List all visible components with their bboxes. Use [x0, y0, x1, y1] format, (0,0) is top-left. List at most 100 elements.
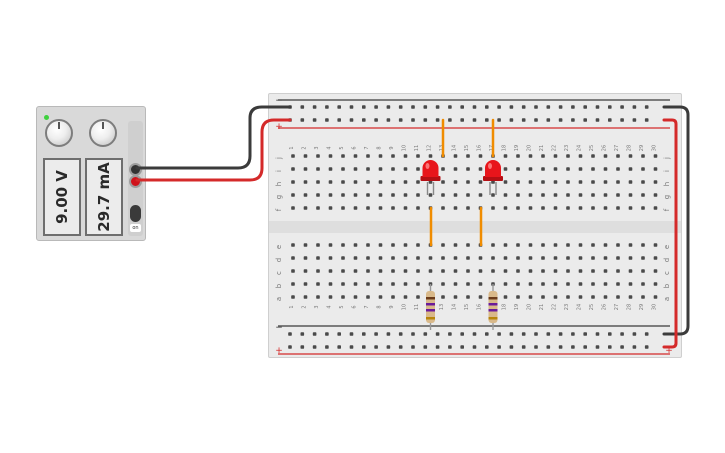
rail-hole[interactable] [644, 105, 649, 109]
hole-h9[interactable] [391, 180, 395, 184]
hole-h24[interactable] [578, 180, 583, 184]
hole-a3[interactable] [316, 295, 320, 299]
hole-d19[interactable] [516, 256, 520, 260]
rail-hole[interactable] [644, 332, 649, 336]
hole-g20[interactable] [528, 193, 533, 197]
rail-hole[interactable] [423, 345, 428, 349]
rail-hole[interactable] [632, 332, 637, 336]
hole-i24[interactable] [578, 167, 583, 171]
rail-hole[interactable] [448, 105, 452, 109]
hole-d12[interactable] [428, 256, 433, 260]
rail-hole[interactable] [509, 105, 514, 109]
hole-i22[interactable] [553, 167, 558, 171]
hole-i28[interactable] [628, 167, 633, 171]
hole-b3[interactable] [316, 282, 320, 286]
hole-j7[interactable] [366, 154, 370, 158]
hole-h27[interactable] [616, 180, 620, 184]
hole-a25[interactable] [591, 295, 595, 299]
rail-hole[interactable] [595, 345, 600, 349]
rail-hole[interactable] [546, 332, 551, 336]
rail-hole[interactable] [571, 118, 575, 122]
hole-a6[interactable] [353, 295, 358, 299]
hole-f7[interactable] [366, 206, 370, 210]
hole-e1[interactable] [291, 243, 295, 247]
hole-a30[interactable] [653, 295, 658, 299]
components[interactable] [420, 160, 504, 330]
rail-hole[interactable] [608, 332, 612, 336]
hole-g5[interactable] [341, 193, 345, 197]
hole-f6[interactable] [353, 206, 358, 210]
hole-g23[interactable] [566, 193, 570, 197]
hole-i5[interactable] [341, 167, 345, 171]
hole-b7[interactable] [366, 282, 370, 286]
rail-hole[interactable] [608, 345, 612, 349]
hole-j27[interactable] [616, 154, 620, 158]
hole-e10[interactable] [403, 243, 408, 247]
hole-h23[interactable] [566, 180, 570, 184]
hole-c20[interactable] [528, 269, 533, 273]
rail-hole[interactable] [472, 105, 477, 109]
hole-c18[interactable] [503, 269, 508, 273]
hole-e8[interactable] [378, 243, 383, 247]
hole-f2[interactable] [303, 206, 308, 210]
rail-hole[interactable] [411, 105, 415, 109]
hole-d2[interactable] [303, 256, 308, 260]
hole-b29[interactable] [641, 282, 645, 286]
hole-d17[interactable] [491, 256, 495, 260]
hole-a5[interactable] [341, 295, 345, 299]
hole-h7[interactable] [366, 180, 370, 184]
hole-f10[interactable] [403, 206, 408, 210]
rail-hole[interactable] [300, 105, 305, 109]
hole-e6[interactable] [353, 243, 358, 247]
rail-hole[interactable] [288, 332, 292, 336]
rail-hole[interactable] [288, 345, 292, 349]
hole-h10[interactable] [403, 180, 408, 184]
rail-hole[interactable] [485, 118, 489, 122]
hole-i7[interactable] [366, 167, 370, 171]
rail-hole[interactable] [386, 345, 391, 349]
hole-j26[interactable] [603, 154, 608, 158]
hole-e3[interactable] [316, 243, 320, 247]
hole-e9[interactable] [391, 243, 395, 247]
hole-g9[interactable] [391, 193, 395, 197]
hole-h12[interactable] [428, 180, 433, 184]
hole-d25[interactable] [591, 256, 595, 260]
rail-hole[interactable] [460, 332, 464, 336]
rail-hole[interactable] [620, 345, 624, 349]
hole-d23[interactable] [566, 256, 570, 260]
hole-i25[interactable] [591, 167, 595, 171]
rail-hole[interactable] [644, 118, 649, 122]
rail-hole[interactable] [485, 105, 489, 109]
hole-d3[interactable] [316, 256, 320, 260]
hole-h21[interactable] [541, 180, 545, 184]
hole-b19[interactable] [516, 282, 520, 286]
rail-hole[interactable] [386, 118, 391, 122]
hole-b20[interactable] [528, 282, 533, 286]
hole-a22[interactable] [553, 295, 558, 299]
hole-c12[interactable] [428, 269, 433, 273]
hole-b2[interactable] [303, 282, 308, 286]
rail-hole[interactable] [423, 105, 428, 109]
hole-f8[interactable] [378, 206, 383, 210]
hole-c21[interactable] [541, 269, 545, 273]
hole-e24[interactable] [578, 243, 583, 247]
hole-g6[interactable] [353, 193, 358, 197]
hole-c30[interactable] [653, 269, 658, 273]
rail-hole[interactable] [312, 118, 317, 122]
hole-f19[interactable] [516, 206, 520, 210]
hole-g2[interactable] [303, 193, 308, 197]
rail-hole[interactable] [312, 105, 317, 109]
hole-j12[interactable] [428, 154, 433, 158]
hole-e21[interactable] [541, 243, 545, 247]
rail-hole[interactable] [583, 105, 587, 109]
hole-f18[interactable] [503, 206, 508, 210]
hole-c19[interactable] [516, 269, 520, 273]
hole-f4[interactable] [328, 206, 333, 210]
rail-hole[interactable] [411, 345, 415, 349]
rail-hole[interactable] [349, 105, 354, 109]
hole-c25[interactable] [591, 269, 595, 273]
rail-hole[interactable] [398, 332, 403, 336]
hole-d8[interactable] [378, 256, 383, 260]
hole-j3[interactable] [316, 154, 320, 158]
hole-c26[interactable] [603, 269, 608, 273]
